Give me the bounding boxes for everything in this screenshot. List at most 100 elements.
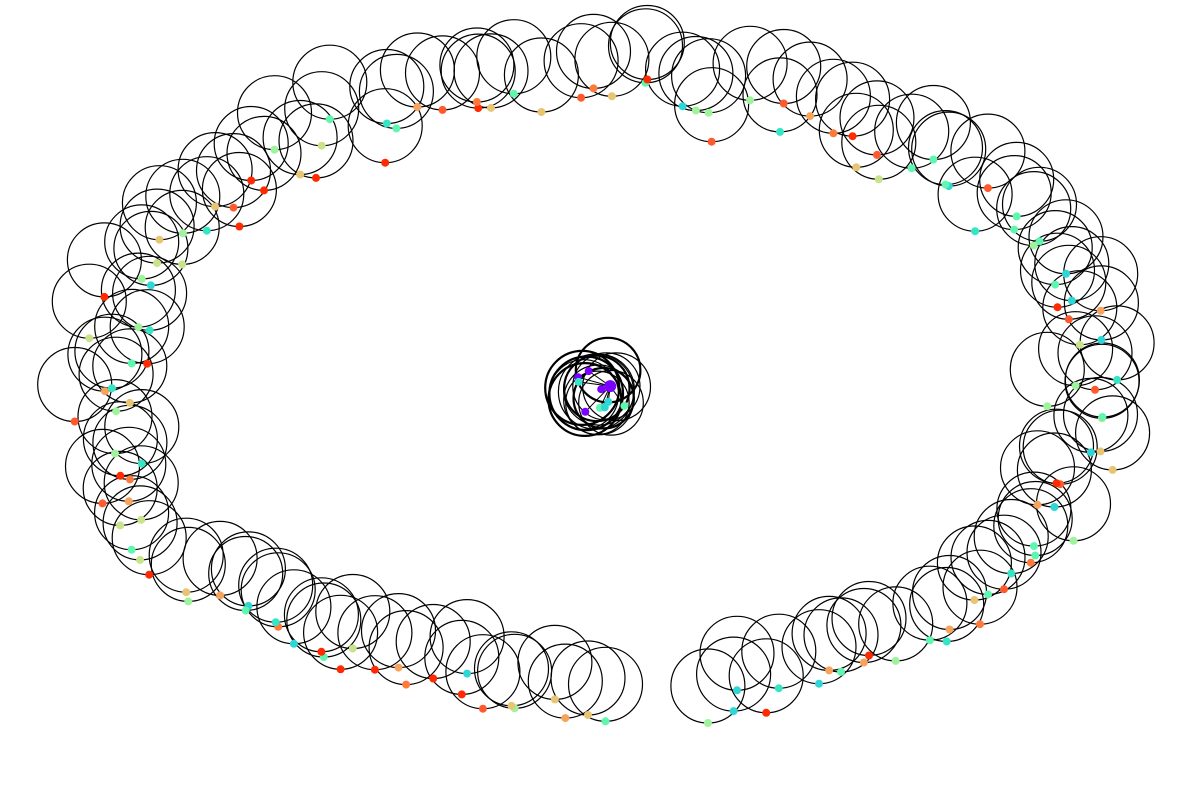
graph-node [984,590,992,599]
graph-node [127,545,136,554]
graph-node [70,417,79,426]
center-graph-node [584,367,593,376]
self-loop-edge [67,316,143,392]
self-loop-edge [213,105,289,182]
graph-node [202,226,211,235]
self-loop-edge [826,587,902,664]
self-loop-edge [37,346,113,423]
graph-node [848,132,857,141]
graph-node [260,186,268,195]
graph-node [550,695,559,704]
graph-node [312,173,320,182]
self-loop-edge [814,61,891,137]
graph-node [703,719,712,727]
center-self-loop-edge [578,369,644,436]
graph-node [607,92,616,101]
graph-node [774,684,783,693]
graph-node [143,359,152,368]
graph-node [874,175,883,184]
graph-node [1086,448,1095,457]
graph-node [561,714,570,723]
self-loop-edge [66,222,143,298]
graph-node [1069,536,1078,545]
graph-node [134,323,143,332]
graph-node [178,229,187,238]
graph-node [116,471,125,480]
graph-node [438,105,447,114]
center-graph-node [597,385,606,394]
graph-node [1067,296,1076,305]
self-loop-edge [1022,409,1098,485]
self-loop-edge [284,71,360,147]
graph-node [678,102,687,111]
graph-node [85,334,94,343]
graph-node [392,124,401,133]
self-loop-edge [1034,226,1110,302]
self-loop-edge [911,111,987,187]
graph-node [873,150,881,159]
graph-node [729,707,738,716]
graph-node [762,708,771,717]
self-loop-edge [256,569,332,645]
graph-node [289,639,298,648]
self-loop-edge [795,58,872,134]
graph-node [584,711,592,719]
self-loop-edge [453,33,529,109]
graph-node [825,666,834,675]
self-loop-edge [109,289,185,365]
graph-node [178,260,187,269]
graph-node [891,656,900,665]
graph-node [1096,447,1105,456]
graph-node [100,292,109,301]
graph-node [474,104,483,113]
graph-node [1033,500,1042,509]
graph-node [971,227,980,236]
center-self-loop-edge [563,364,635,436]
self-loop-edge [404,35,481,111]
graph-node [429,674,438,683]
graph-node [507,701,516,710]
graph-node [852,163,861,172]
graph-node [707,137,716,146]
graph-node [111,449,119,458]
graph-node [370,665,379,674]
self-loop-edge [177,132,253,208]
graph-node [125,398,134,407]
graph-node [1071,381,1080,390]
graph-node [1098,413,1107,421]
graph-node [1050,503,1059,511]
graph-node [317,647,326,656]
graph-node [1097,335,1106,344]
graph-node [100,387,109,396]
graph-node [537,108,546,116]
graph-node [1051,280,1060,289]
center-graph-node [600,403,609,412]
graph-node [241,606,250,615]
graph-node [859,658,868,667]
self-loop-edge [315,573,391,650]
node-layer [70,75,1122,727]
center-graph-node [620,401,629,410]
graph-node [271,618,280,627]
graph-node [829,129,838,138]
self-loop-edge [979,141,1055,217]
graph-node [1064,315,1073,324]
graph-node [942,637,951,646]
graph-node [941,180,950,189]
graph-node [145,570,154,579]
self-loop-edge [1009,331,1085,407]
graph-node [487,103,495,112]
self-loop-edge [238,547,314,623]
graph-node [296,170,305,179]
graph-node [137,274,146,283]
self-loop-edge [937,156,1013,232]
graph-node [336,665,345,674]
graph-node [270,145,279,154]
graph-node [98,499,107,508]
graph-node [1029,241,1038,250]
graph-node [577,93,586,102]
self-loop-edge [91,426,167,502]
graph-node [1007,569,1016,578]
